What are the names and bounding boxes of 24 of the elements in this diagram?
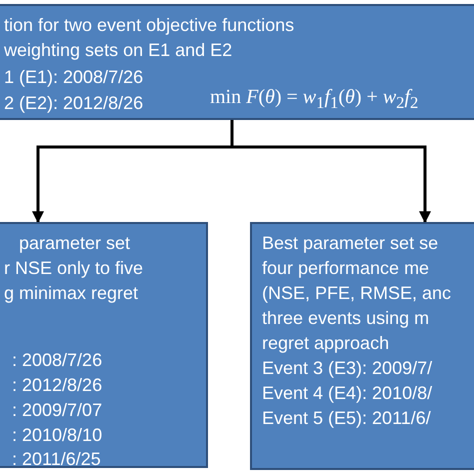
text-line: r NSE only to five xyxy=(4,257,144,279)
text-line: 2 (E2): 2012/8/26 xyxy=(4,92,144,114)
text-line: regret approach xyxy=(262,332,390,354)
process-box xyxy=(0,222,208,468)
text-line: : 2008/7/26 xyxy=(12,349,102,371)
text-line: : 2011/6/25 xyxy=(12,448,101,470)
text-line: g minimax regret xyxy=(4,282,138,304)
text-line: four performance me xyxy=(262,257,430,279)
text-line: (NSE, PFE, RMSE, anc xyxy=(262,282,452,304)
text-line: : 2010/8/10 xyxy=(12,424,102,446)
process-box xyxy=(0,4,474,120)
text-line: weighting sets on E1 and E2 xyxy=(4,39,232,61)
process-box xyxy=(250,222,474,470)
text-line: Event 4 (E4): 2010/8/ xyxy=(262,382,432,404)
text-line: 1 (E1): 2008/7/26 xyxy=(4,66,144,88)
text-line: parameter set xyxy=(19,232,130,254)
text-line: Best parameter set se xyxy=(262,232,438,254)
formula: min F(θ) = w$_{1}$f$_{1}$(θ) + w$_{2}$f$_{2}$ xyxy=(210,86,418,114)
text-line: : 2012/8/26 xyxy=(12,374,102,396)
text-line: Event 3 (E3): 2009/7/ xyxy=(262,357,432,379)
text-line: tion for two event objective functions xyxy=(4,14,294,36)
text-line: : 2009/7/07 xyxy=(12,399,102,421)
text-line: three events using m xyxy=(262,307,430,329)
text-line: Event 5 (E5): 2011/6/ xyxy=(262,407,431,429)
